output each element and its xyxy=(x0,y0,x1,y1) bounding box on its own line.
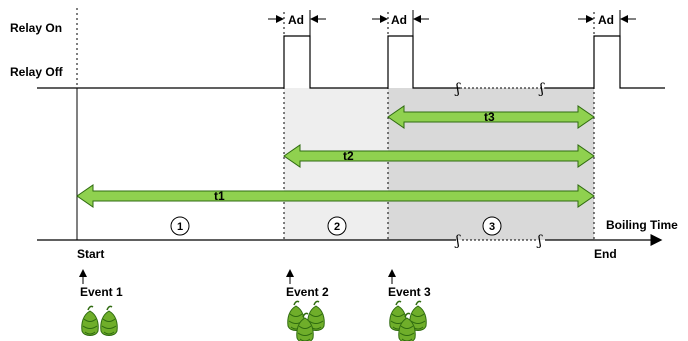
pulse-width-3: Ad xyxy=(578,10,636,36)
pulse-label: Ad xyxy=(288,13,304,27)
relay-on-label: Relay On xyxy=(10,21,62,35)
axis-break-mark-2: ʃ xyxy=(536,233,543,249)
pulse-width-1: Ad xyxy=(268,10,326,36)
interval-t3-label: t3 xyxy=(484,110,495,124)
relay-off-label: Relay Off xyxy=(10,65,64,79)
event-1-label: Event 1 xyxy=(80,285,123,299)
zone-2-shading xyxy=(284,88,388,240)
event-2-label: Event 2 xyxy=(286,285,329,299)
zone-1-number: 1 xyxy=(177,221,183,233)
interval-t2-label: t2 xyxy=(343,149,354,163)
axis-label: Boiling Time xyxy=(606,218,678,232)
axis-break-mark-1: ʃ xyxy=(454,233,461,249)
interval-t1-label: t1 xyxy=(214,189,225,203)
zone-1-marker: 1 xyxy=(170,216,190,236)
zone-2-number: 2 xyxy=(334,221,340,233)
interval-t3-arrow: t3 xyxy=(387,105,595,129)
hop-cone-icon xyxy=(81,305,118,337)
event-3-label: Event 3 xyxy=(388,285,431,299)
zone-2-marker: 2 xyxy=(327,216,347,236)
event-2: Event 2 xyxy=(286,269,329,341)
pulse-label: Ad xyxy=(598,13,614,27)
hop-cone-icon xyxy=(287,300,325,341)
break-mark-1: ʃ xyxy=(454,81,461,97)
zone-3-marker: 3 xyxy=(482,216,502,236)
hop-cone-icon xyxy=(389,300,427,341)
interval-t2-arrow: t2 xyxy=(283,144,595,168)
pulse-width-2: Ad xyxy=(372,10,429,36)
start-label: Start xyxy=(77,247,104,261)
zone-3-number: 3 xyxy=(489,221,495,233)
event-3: Event 3 xyxy=(388,269,431,341)
pulse-label: Ad xyxy=(391,13,407,27)
end-label: End xyxy=(594,247,617,261)
interval-t1-arrow: t1 xyxy=(76,184,595,208)
relay-signal xyxy=(37,35,665,89)
break-mark-2: ʃ xyxy=(538,81,545,97)
event-1: Event 1 xyxy=(79,269,123,337)
